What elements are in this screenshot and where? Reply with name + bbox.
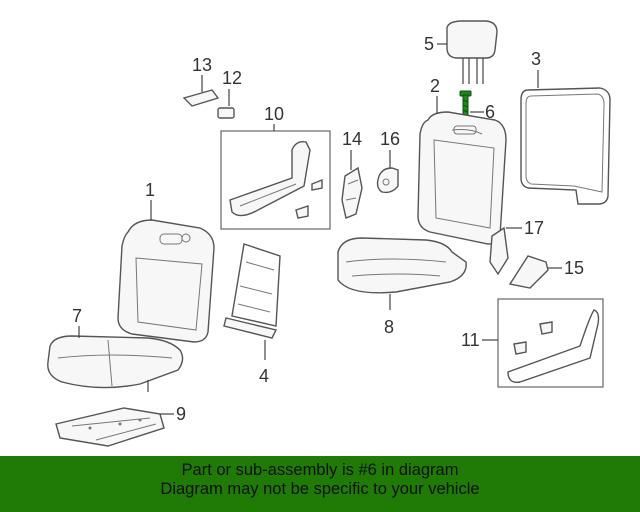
part-15-bracket[interactable] [508,255,549,289]
part-3-back-panel[interactable] [520,87,611,205]
banner-line-1: Part or sub-assembly is #6 in diagram [181,461,459,479]
part-5-headrest[interactable] [446,20,498,84]
callout-17: 17 [524,218,544,238]
callout-1: 1 [145,180,155,200]
part-2-seat-back[interactable] [417,111,507,245]
callout-3: 3 [531,49,541,69]
part-14-side-bracket[interactable] [341,166,363,219]
part-6-fastener[interactable] [459,90,472,122]
callout-7: 7 [72,306,82,326]
callout-12: 12 [222,68,242,88]
part-4-frame-panel[interactable] [223,243,281,339]
callout-2: 2 [430,76,440,96]
info-banner: Part or sub-assembly is #6 in diagram Di… [0,456,640,512]
part-16-bracket[interactable] [376,167,399,194]
part-8-seat-cushion[interactable] [337,237,467,294]
callout-6: 6 [485,102,495,122]
callout-10: 10 [264,104,284,124]
callout-4: 4 [259,366,269,386]
callout-15: 15 [564,258,584,278]
part-9-plate[interactable] [55,407,165,447]
part-10-box[interactable] [220,130,331,230]
parts-diagram: 5 6 3 2 16 14 13 [47,20,611,447]
callout-5: 5 [424,34,434,54]
part-17-cover[interactable] [489,226,509,276]
callout-14: 14 [342,129,362,149]
callout-13: 13 [192,55,212,75]
part-12-clip[interactable] [217,107,235,119]
callout-11: 11 [461,330,480,350]
part-7-seat-cushion[interactable] [47,335,184,392]
part-11-box[interactable] [497,298,604,388]
callout-8: 8 [384,317,394,337]
banner-line-2: Diagram may not be specific to your vehi… [160,480,480,498]
part-13-cover[interactable] [182,89,220,107]
callout-16: 16 [380,129,400,149]
callout-9: 9 [176,404,186,424]
part-1-seat-back[interactable] [117,219,215,343]
